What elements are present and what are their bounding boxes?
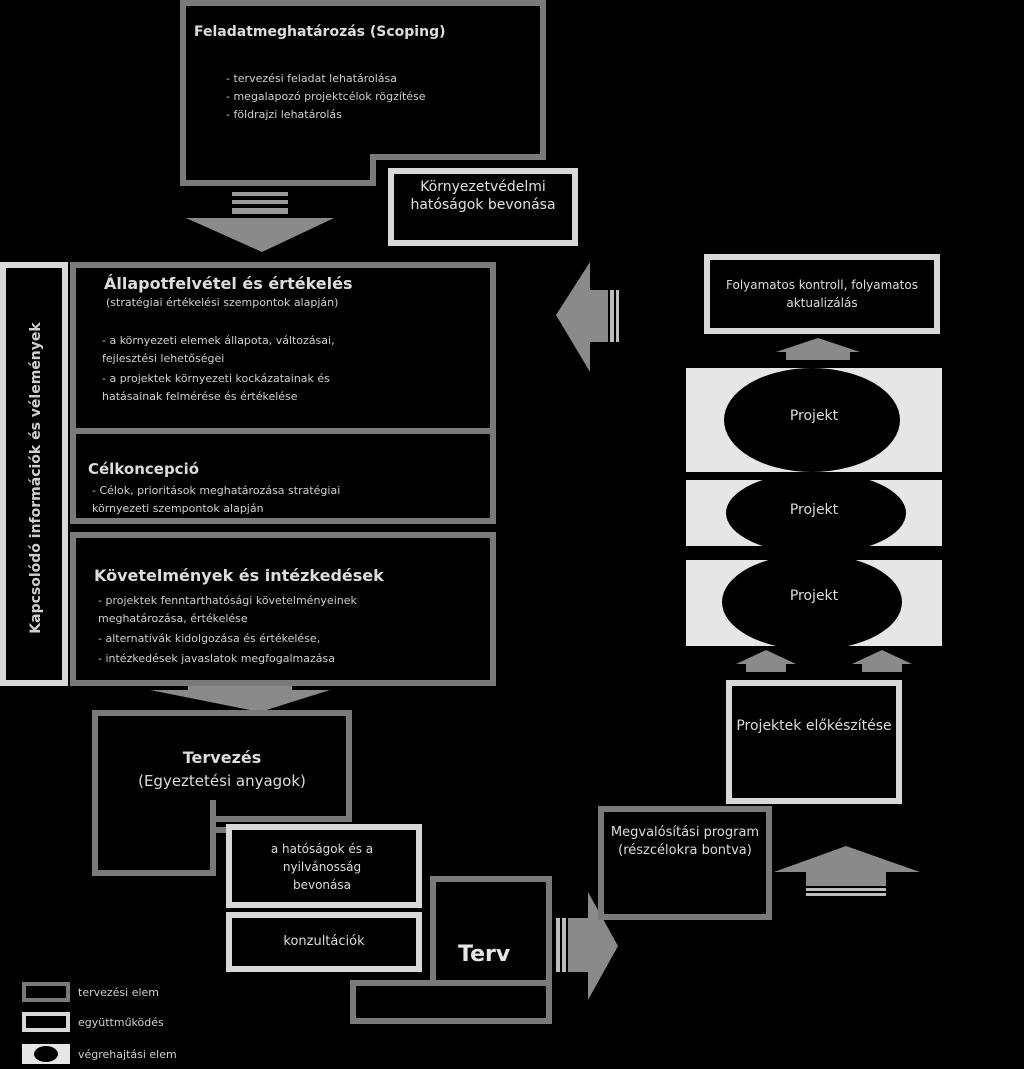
legend-planning-label: tervezési elem [78,986,160,999]
project-oval [722,554,902,650]
requirements-title: Követelmények és intézkedések [94,566,384,585]
scoping-box: Feladatmeghatározás (Scoping) - tervezés… [180,0,546,160]
implementation-label: Megvalósítási program (részcélokra bontv… [610,825,760,858]
project-oval [726,472,906,554]
scoping-box-lower [180,154,376,186]
assessment-title: Állapotfelvétel és értékelés [104,274,353,293]
assessment-item: hatásainak felmérése és értékelése [102,390,298,403]
requirements-item: meghatározása, értékelése [98,612,248,625]
public-involvement-label: a hatóságok és a nyilvánosság bevonása [270,842,374,892]
planning-title: Tervezés [182,748,262,767]
implementation-box: Megvalósítási program (részcélokra bontv… [598,806,772,920]
scoping-item: - tervezési feladat lehatárolása [226,72,398,85]
project-cell: Projekt [686,554,942,650]
legend-planning-swatch [22,982,70,1002]
requirements-item: - alternatívák kidolgozása és értékelése… [98,632,321,645]
project-label: Projekt [789,408,839,424]
arrow-down-requirements [150,684,330,712]
arrow-right-plan [556,892,618,1000]
legend-implementation-swatch [22,1044,70,1064]
assessment-subtitle: (stratégiai értékelési szempontok alapjá… [106,296,339,309]
goal-concept-title: Célkoncepció [88,460,200,478]
arrow-up-project-right [852,650,912,672]
assessment-item: - a projektek környezeti kockázatainak é… [102,372,330,385]
requirements-item: - projektek fenntarthatósági követelmény… [98,594,357,607]
arrow-left-authorities [556,262,619,372]
planning-subtitle: (Egyeztetési anyagok) [138,772,306,790]
project-cell: Projekt [686,368,942,472]
monitoring-label: Folyamatos kontroll, folyamatos aktualiz… [726,278,918,310]
project-preparation-label: Projektek előkészítése [736,718,892,734]
scoping-title: Feladatmeghatározás (Scoping) [194,24,446,40]
requirements-box: Követelmények és intézkedések - projekte… [70,532,496,686]
scoping-item: - földrajzi lehatárolás [226,108,342,121]
project-preparation-box: Projektek előkészítése [726,680,902,804]
assessment-item: - a környezeti elemek állapota, változás… [102,334,335,347]
legend-cooperation-swatch [22,1012,70,1032]
goal-concept-item: környezeti szempontok alapján [92,502,264,515]
assessment-item: fejlesztési lehetőségei [102,352,225,365]
project-cell: Projekt [686,472,942,554]
arrow-up-monitoring [776,338,860,360]
arrow-up-project-left [736,650,796,672]
arrow-up-implementation [774,846,920,896]
related-info-side-box: Kapcsolódó információk és vélemények [0,262,68,686]
goal-concept-box: Célkoncepció - Célok, prioritások meghat… [70,428,496,524]
monitoring-box: Folyamatos kontroll, folyamatos aktualiz… [704,254,940,334]
requirements-item: - intézkedések javaslatok megfogalmazása [98,652,335,665]
assessment-box: Állapotfelvétel és értékelés (stratégiai… [70,262,496,438]
goal-concept-item: - Célok, prioritások meghatározása strat… [92,484,341,497]
plan-box-lower [350,980,552,1024]
related-info-side-label: Kapcsolódó információk és vélemények [28,322,44,634]
plan-label: Terv [458,942,511,967]
consultation-label: konzultációk [283,934,365,949]
project-label: Projekt [789,588,839,604]
legend-cooperation-label: együttműködés [78,1016,164,1029]
legend-implementation-label: végrehajtási elem [78,1048,177,1061]
public-involvement-box: a hatóságok és a nyilvánosság bevonása [226,824,422,908]
environment-authorities-box: Környezetvédelmi hatóságok bevonása [388,168,578,246]
scoping-item: - megalapozó projektcélok rögzítése [226,90,426,103]
environment-authorities-label: Környezetvédelmi hatóságok bevonása [410,179,556,213]
planning-box-lower [92,800,216,876]
project-label: Projekt [789,502,839,518]
consultation-box: konzultációk [226,912,422,972]
arrow-down-scoping [186,192,334,252]
project-oval [724,368,900,472]
